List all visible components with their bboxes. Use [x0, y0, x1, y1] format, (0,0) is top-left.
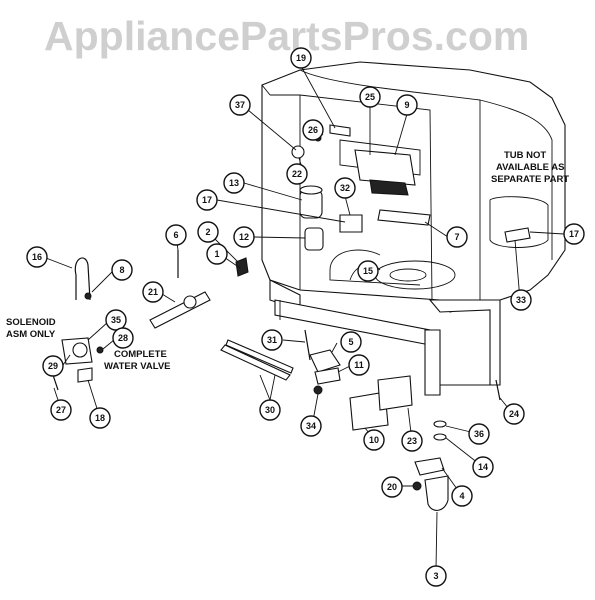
svg-text:31: 31 — [267, 335, 277, 345]
callout-7: 7 — [446, 226, 468, 248]
svg-text:8: 8 — [119, 265, 124, 275]
callout-19: 19 — [290, 47, 312, 69]
callout-31: 31 — [261, 329, 283, 351]
callout-21: 21 — [142, 281, 164, 303]
watermark-text: AppliancePartsPros.com — [44, 13, 529, 59]
svg-text:24: 24 — [509, 409, 519, 419]
svg-text:3: 3 — [433, 571, 438, 581]
svg-text:36: 36 — [474, 429, 484, 439]
callout-22: 22 — [286, 163, 308, 185]
callout-37: 37 — [229, 94, 251, 116]
callout-16: 16 — [26, 246, 48, 268]
svg-text:14: 14 — [478, 462, 488, 472]
external-parts-bottom — [304, 329, 501, 511]
svg-text:28: 28 — [118, 333, 128, 343]
callout-23: 23 — [401, 430, 423, 452]
svg-text:20: 20 — [387, 482, 397, 492]
callout-30: 30 — [259, 399, 281, 421]
callout-32: 32 — [334, 177, 356, 199]
tub-parts — [235, 124, 531, 281]
callout-11: 11 — [348, 354, 370, 376]
callout-35: 35 — [105, 309, 127, 331]
callout-13: 13 — [223, 172, 245, 194]
svg-text:33: 33 — [516, 295, 526, 305]
callout-33: 33 — [510, 289, 532, 311]
callout-14: 14 — [472, 456, 494, 478]
svg-text:11: 11 — [354, 360, 364, 370]
callout-36: 36 — [468, 423, 490, 445]
svg-text:34: 34 — [306, 421, 316, 431]
callout-20: 20 — [381, 476, 403, 498]
callout-4: 4 — [451, 485, 473, 507]
callout-5: 5 — [340, 331, 362, 353]
callout-17-right: 17 — [563, 223, 585, 245]
solenoid-note-line1: SOLENOID — [6, 317, 56, 328]
solenoid-note: SOLENOID ASM ONLY — [6, 317, 56, 340]
svg-text:22: 22 — [292, 169, 302, 179]
svg-text:4: 4 — [459, 491, 464, 501]
svg-text:17: 17 — [569, 229, 579, 239]
callout-15: 15 — [357, 260, 379, 282]
base-frame — [269, 279, 501, 396]
svg-text:30: 30 — [265, 405, 275, 415]
callout-2: 2 — [197, 221, 219, 243]
callout-25: 25 — [359, 86, 381, 108]
tub-note-line1: TUB NOT — [504, 150, 546, 161]
callout-10: 10 — [363, 429, 385, 451]
water-valve-note: COMPLETE WATER VALVE — [104, 349, 171, 372]
svg-text:5: 5 — [348, 337, 353, 347]
svg-text:35: 35 — [111, 315, 121, 325]
svg-text:9: 9 — [404, 100, 409, 110]
svg-text:2: 2 — [205, 227, 210, 237]
svg-text:16: 16 — [32, 252, 42, 262]
svg-text:25: 25 — [365, 92, 375, 102]
svg-text:1: 1 — [214, 249, 219, 259]
tub-note-line3: SEPARATE PART — [491, 174, 569, 185]
svg-text:29: 29 — [48, 361, 58, 371]
tub-body — [261, 61, 566, 313]
callout-12: 12 — [233, 226, 255, 248]
callout-9: 9 — [396, 94, 418, 116]
svg-text:27: 27 — [56, 405, 66, 415]
tub-note: TUB NOT AVAILABLE AS SEPARATE PART — [491, 150, 569, 185]
svg-text:26: 26 — [308, 125, 318, 135]
svg-text:37: 37 — [235, 100, 245, 110]
callout-34: 34 — [300, 415, 322, 437]
external-parts-left — [51, 250, 294, 391]
svg-text:17: 17 — [202, 195, 212, 205]
svg-text:7: 7 — [454, 232, 459, 242]
callout-18: 18 — [89, 407, 111, 429]
svg-text:6: 6 — [173, 230, 178, 240]
callout-27: 27 — [50, 399, 72, 421]
svg-text:19: 19 — [296, 53, 306, 63]
callout-26: 26 — [302, 119, 324, 141]
callout-3: 3 — [425, 565, 447, 587]
tub-note-line2: AVAILABLE AS — [496, 162, 564, 173]
svg-text:18: 18 — [95, 413, 105, 423]
svg-text:13: 13 — [229, 178, 239, 188]
svg-text:12: 12 — [239, 232, 249, 242]
callout-24: 24 — [503, 403, 525, 425]
callout-1: 1 — [206, 243, 228, 265]
svg-text:32: 32 — [340, 183, 350, 193]
callout-28: 28 — [112, 327, 134, 349]
svg-text:10: 10 — [369, 435, 379, 445]
water-valve-note-line2: WATER VALVE — [104, 361, 171, 372]
callout-6: 6 — [165, 224, 187, 246]
callout-17: 17 — [196, 189, 218, 211]
solenoid-note-line2: ASM ONLY — [6, 329, 56, 340]
callout-8: 8 — [111, 259, 133, 281]
water-valve-note-line1: COMPLETE — [114, 349, 167, 360]
svg-text:21: 21 — [148, 287, 158, 297]
svg-text:23: 23 — [407, 436, 417, 446]
svg-text:15: 15 — [363, 266, 373, 276]
callout-29: 29 — [42, 355, 64, 377]
